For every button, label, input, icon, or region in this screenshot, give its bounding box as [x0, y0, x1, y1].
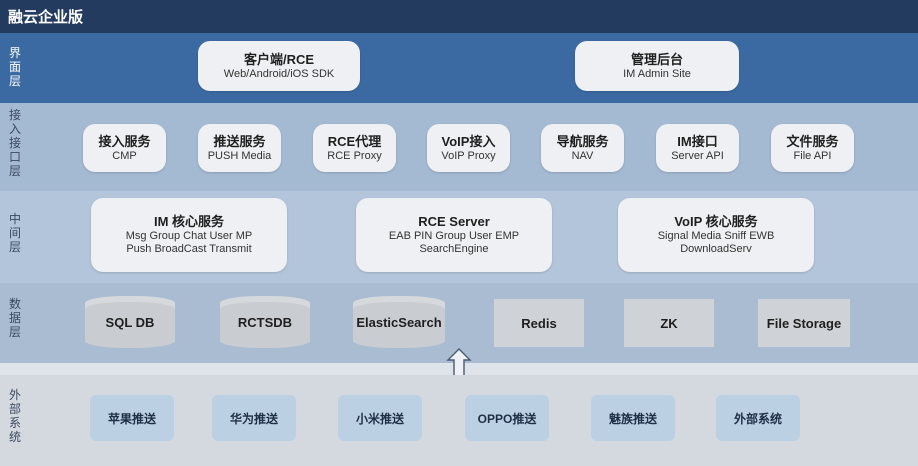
access-layer-label: 接 入 接 口 层 — [8, 108, 21, 178]
redis-store: Redis — [494, 299, 584, 347]
voip-access-box: VoIP接入 VoIP Proxy — [427, 124, 510, 172]
nav-service-box: 导航服务 NAV — [541, 124, 624, 172]
rce-proxy-box: RCE代理 RCE Proxy — [313, 124, 396, 172]
ui-layer — [0, 33, 918, 103]
client-rce-box: 客户端/RCE Web/Android/iOS SDK — [198, 41, 360, 91]
external-system-box: 外部系统 — [716, 395, 800, 441]
diagram-title: 融云企业版 — [8, 9, 84, 26]
file-storage-store: File Storage — [758, 299, 850, 347]
im-interface-box: IM接口 Server API — [656, 124, 739, 172]
sql-db-store: SQL DB — [85, 296, 175, 348]
file-service-box: 文件服务 File API — [771, 124, 854, 172]
meizu-push-box: 魅族推送 — [591, 395, 675, 441]
middle-layer-label: 中 间 层 — [8, 212, 21, 254]
ui-layer-label: 界 面 层 — [8, 46, 21, 88]
data-layer-label: 数 据 层 — [8, 297, 21, 339]
im-core-service-box: IM 核心服务 Msg Group Chat User MP Push Broa… — [91, 198, 287, 272]
admin-site-box: 管理后台 IM Admin Site — [575, 41, 739, 91]
rce-server-box: RCE Server EAB PIN Group User EMP Search… — [356, 198, 552, 272]
elasticsearch-store: ElasticSearch — [353, 296, 445, 348]
push-service-box: 推送服务 PUSH Media — [198, 124, 281, 172]
huawei-push-box: 华为推送 — [212, 395, 296, 441]
xiaomi-push-box: 小米推送 — [338, 395, 422, 441]
voip-core-service-box: VoIP 核心服务 Signal Media Sniff EWB Downloa… — [618, 198, 814, 272]
apple-push-box: 苹果推送 — [90, 395, 174, 441]
access-service-box: 接入服务 CMP — [83, 124, 166, 172]
title-bar — [0, 0, 918, 33]
rctsdb-store: RCTSDB — [220, 296, 310, 348]
zk-store: ZK — [624, 299, 714, 347]
oppo-push-box: OPPO推送 — [465, 395, 549, 441]
external-layer-label: 外 部 系 统 — [8, 388, 21, 444]
